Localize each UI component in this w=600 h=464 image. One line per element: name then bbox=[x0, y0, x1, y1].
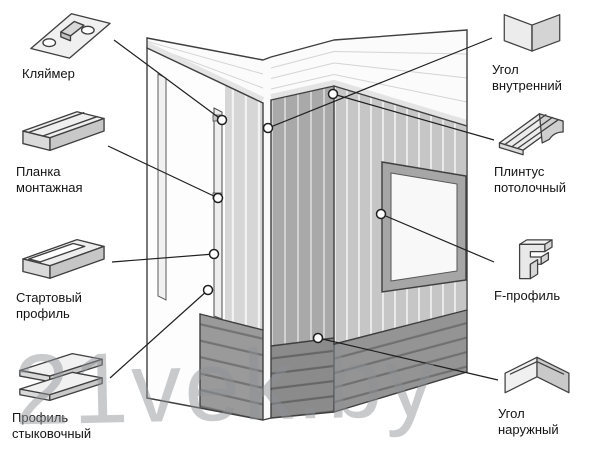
right-wall bbox=[334, 86, 467, 412]
inner-corner-icon bbox=[503, 14, 561, 52]
legend-item-joint-profile: Профиль стыковочный bbox=[12, 348, 116, 442]
ceiling-plinth-strip bbox=[270, 79, 468, 126]
ceiling-plinth-strip bbox=[145, 42, 265, 103]
ceiling-plinth-icon bbox=[498, 113, 564, 156]
legend-item-start-profile: Стартовый профиль bbox=[16, 230, 120, 322]
legend-item-clamp: Кляймер bbox=[22, 6, 122, 82]
legend-item-ceiling-plinth: Плинтус потолочный bbox=[494, 104, 578, 196]
legend-label-outer-corner: Угол наружный bbox=[498, 406, 559, 437]
legend-label-f-profile: F-профиль bbox=[494, 288, 561, 303]
f-profile-icon bbox=[518, 239, 553, 280]
wall-outlines bbox=[146, 29, 468, 421]
outer-corner-icon bbox=[504, 356, 570, 394]
legend-label-ceiling-plinth: Плинтус потолочный bbox=[494, 164, 566, 195]
legend-label-joint-profile: Профиль стыковочный bbox=[12, 410, 92, 441]
legend-label-inner-corner: Угол внутренний bbox=[492, 62, 562, 93]
joint-profile-icon bbox=[19, 352, 103, 402]
mounting-batten bbox=[213, 107, 223, 320]
leader-lines bbox=[107, 37, 499, 381]
window bbox=[381, 161, 467, 293]
marker-dots bbox=[202, 88, 387, 344]
legend-item-inner-corner: Угол внутренний bbox=[492, 6, 576, 94]
legend-label-start-profile: Стартовый профиль bbox=[16, 290, 82, 321]
legend-item-mounting-strip: Планка монтажная bbox=[16, 104, 116, 196]
mounting-strip-icon bbox=[22, 111, 105, 152]
mounting-batten bbox=[157, 73, 167, 301]
start-profile-icon bbox=[22, 238, 105, 279]
ceiling bbox=[145, 30, 468, 126]
legend-item-f-profile: F-профиль bbox=[494, 230, 578, 304]
legend-label-clamp: Кляймер bbox=[22, 66, 75, 81]
left-wall bbox=[147, 48, 263, 420]
legend-item-outer-corner: Угол наружный bbox=[498, 348, 578, 438]
legend-label-mounting-strip: Планка монтажная bbox=[16, 164, 83, 195]
clamp-clip-icon bbox=[30, 13, 111, 59]
corner-column bbox=[263, 86, 334, 420]
